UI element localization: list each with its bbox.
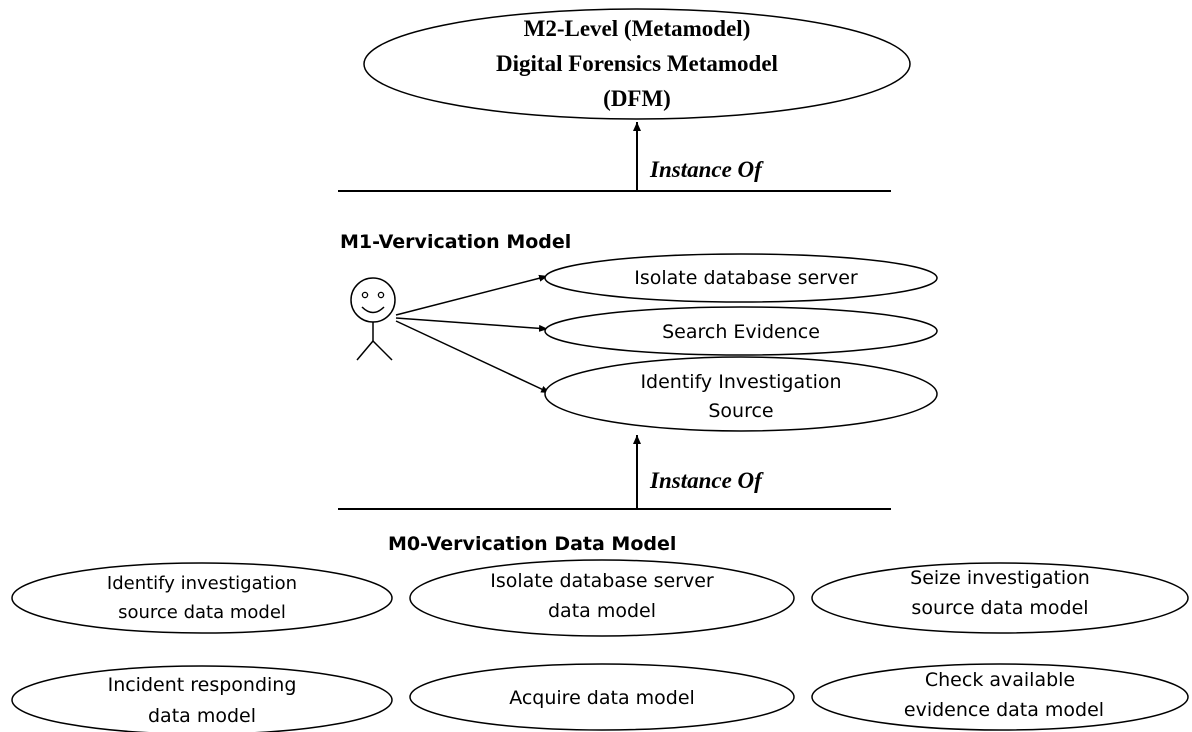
datamodel-check-line2: evidence data model <box>904 699 1104 721</box>
actor-left-leg <box>356 340 374 361</box>
actor-smile <box>361 306 385 314</box>
datamodel-acquire-label: Acquire data model <box>509 687 695 709</box>
datamodel-isolate-database-server: Isolate database server data model <box>409 559 795 637</box>
actor-left-eye <box>361 291 369 299</box>
m0-title: M0-Vervication Data Model <box>388 533 676 555</box>
datamodel-incident-responding: Incident responding data model <box>11 665 393 732</box>
usecase-isolate-database-server: Isolate database server <box>544 253 938 303</box>
actor-head <box>350 277 396 323</box>
datamodel-check-line1: Check available <box>925 669 1075 691</box>
datamodel-check-available-evidence: Check available evidence data model <box>811 663 1189 731</box>
upper-instance-of-label: Instance Of <box>649 157 764 182</box>
datamodel-incident-line2: data model <box>148 705 256 727</box>
datamodel-seize-line1: Seize investigation <box>910 567 1090 589</box>
datamodel-seize-investigation-source: Seize investigation source data model <box>811 562 1189 634</box>
m2-label-line1: M2-Level (Metamodel) <box>524 16 751 41</box>
actor-stick-figure <box>350 277 396 361</box>
m1-title: M1-Vervication Model <box>340 231 571 253</box>
datamodel-isolate-line2: data model <box>548 600 656 622</box>
lower-instance-of-label: Instance Of <box>649 468 764 493</box>
datamodel-seize-line2: source data model <box>911 597 1088 619</box>
usecase-isolate-label: Isolate database server <box>634 267 858 289</box>
actor-right-eye <box>377 291 385 299</box>
m2-label-line3: (DFM) <box>603 86 671 111</box>
association-search <box>395 317 549 332</box>
datamodel-incident-line1: Incident responding <box>108 674 297 696</box>
actor-right-leg <box>372 340 393 361</box>
datamodel-acquire: Acquire data model <box>409 663 795 731</box>
association-identify <box>395 320 551 394</box>
usecase-identify-label-line2: Source <box>708 400 773 422</box>
association-isolate <box>395 274 549 316</box>
m2-label-line2: Digital Forensics Metamodel <box>496 51 778 76</box>
usecase-search-label: Search Evidence <box>662 321 820 343</box>
datamodel-isolate-line1: Isolate database server <box>490 570 714 592</box>
datamodel-identify-investigation-source: Identify investigation source data model <box>11 562 393 634</box>
usecase-identify-label-line1: Identify Investigation <box>640 371 841 393</box>
datamodel-identify-line1: Identify investigation <box>107 573 297 594</box>
m2-metamodel-node: M2-Level (Metamodel) Digital Forensics M… <box>363 8 911 120</box>
datamodel-identify-line2: source data model <box>118 602 286 623</box>
usecase-search-evidence: Search Evidence <box>544 306 938 356</box>
usecase-identify-investigation-source: Identify Investigation Source <box>544 356 938 432</box>
